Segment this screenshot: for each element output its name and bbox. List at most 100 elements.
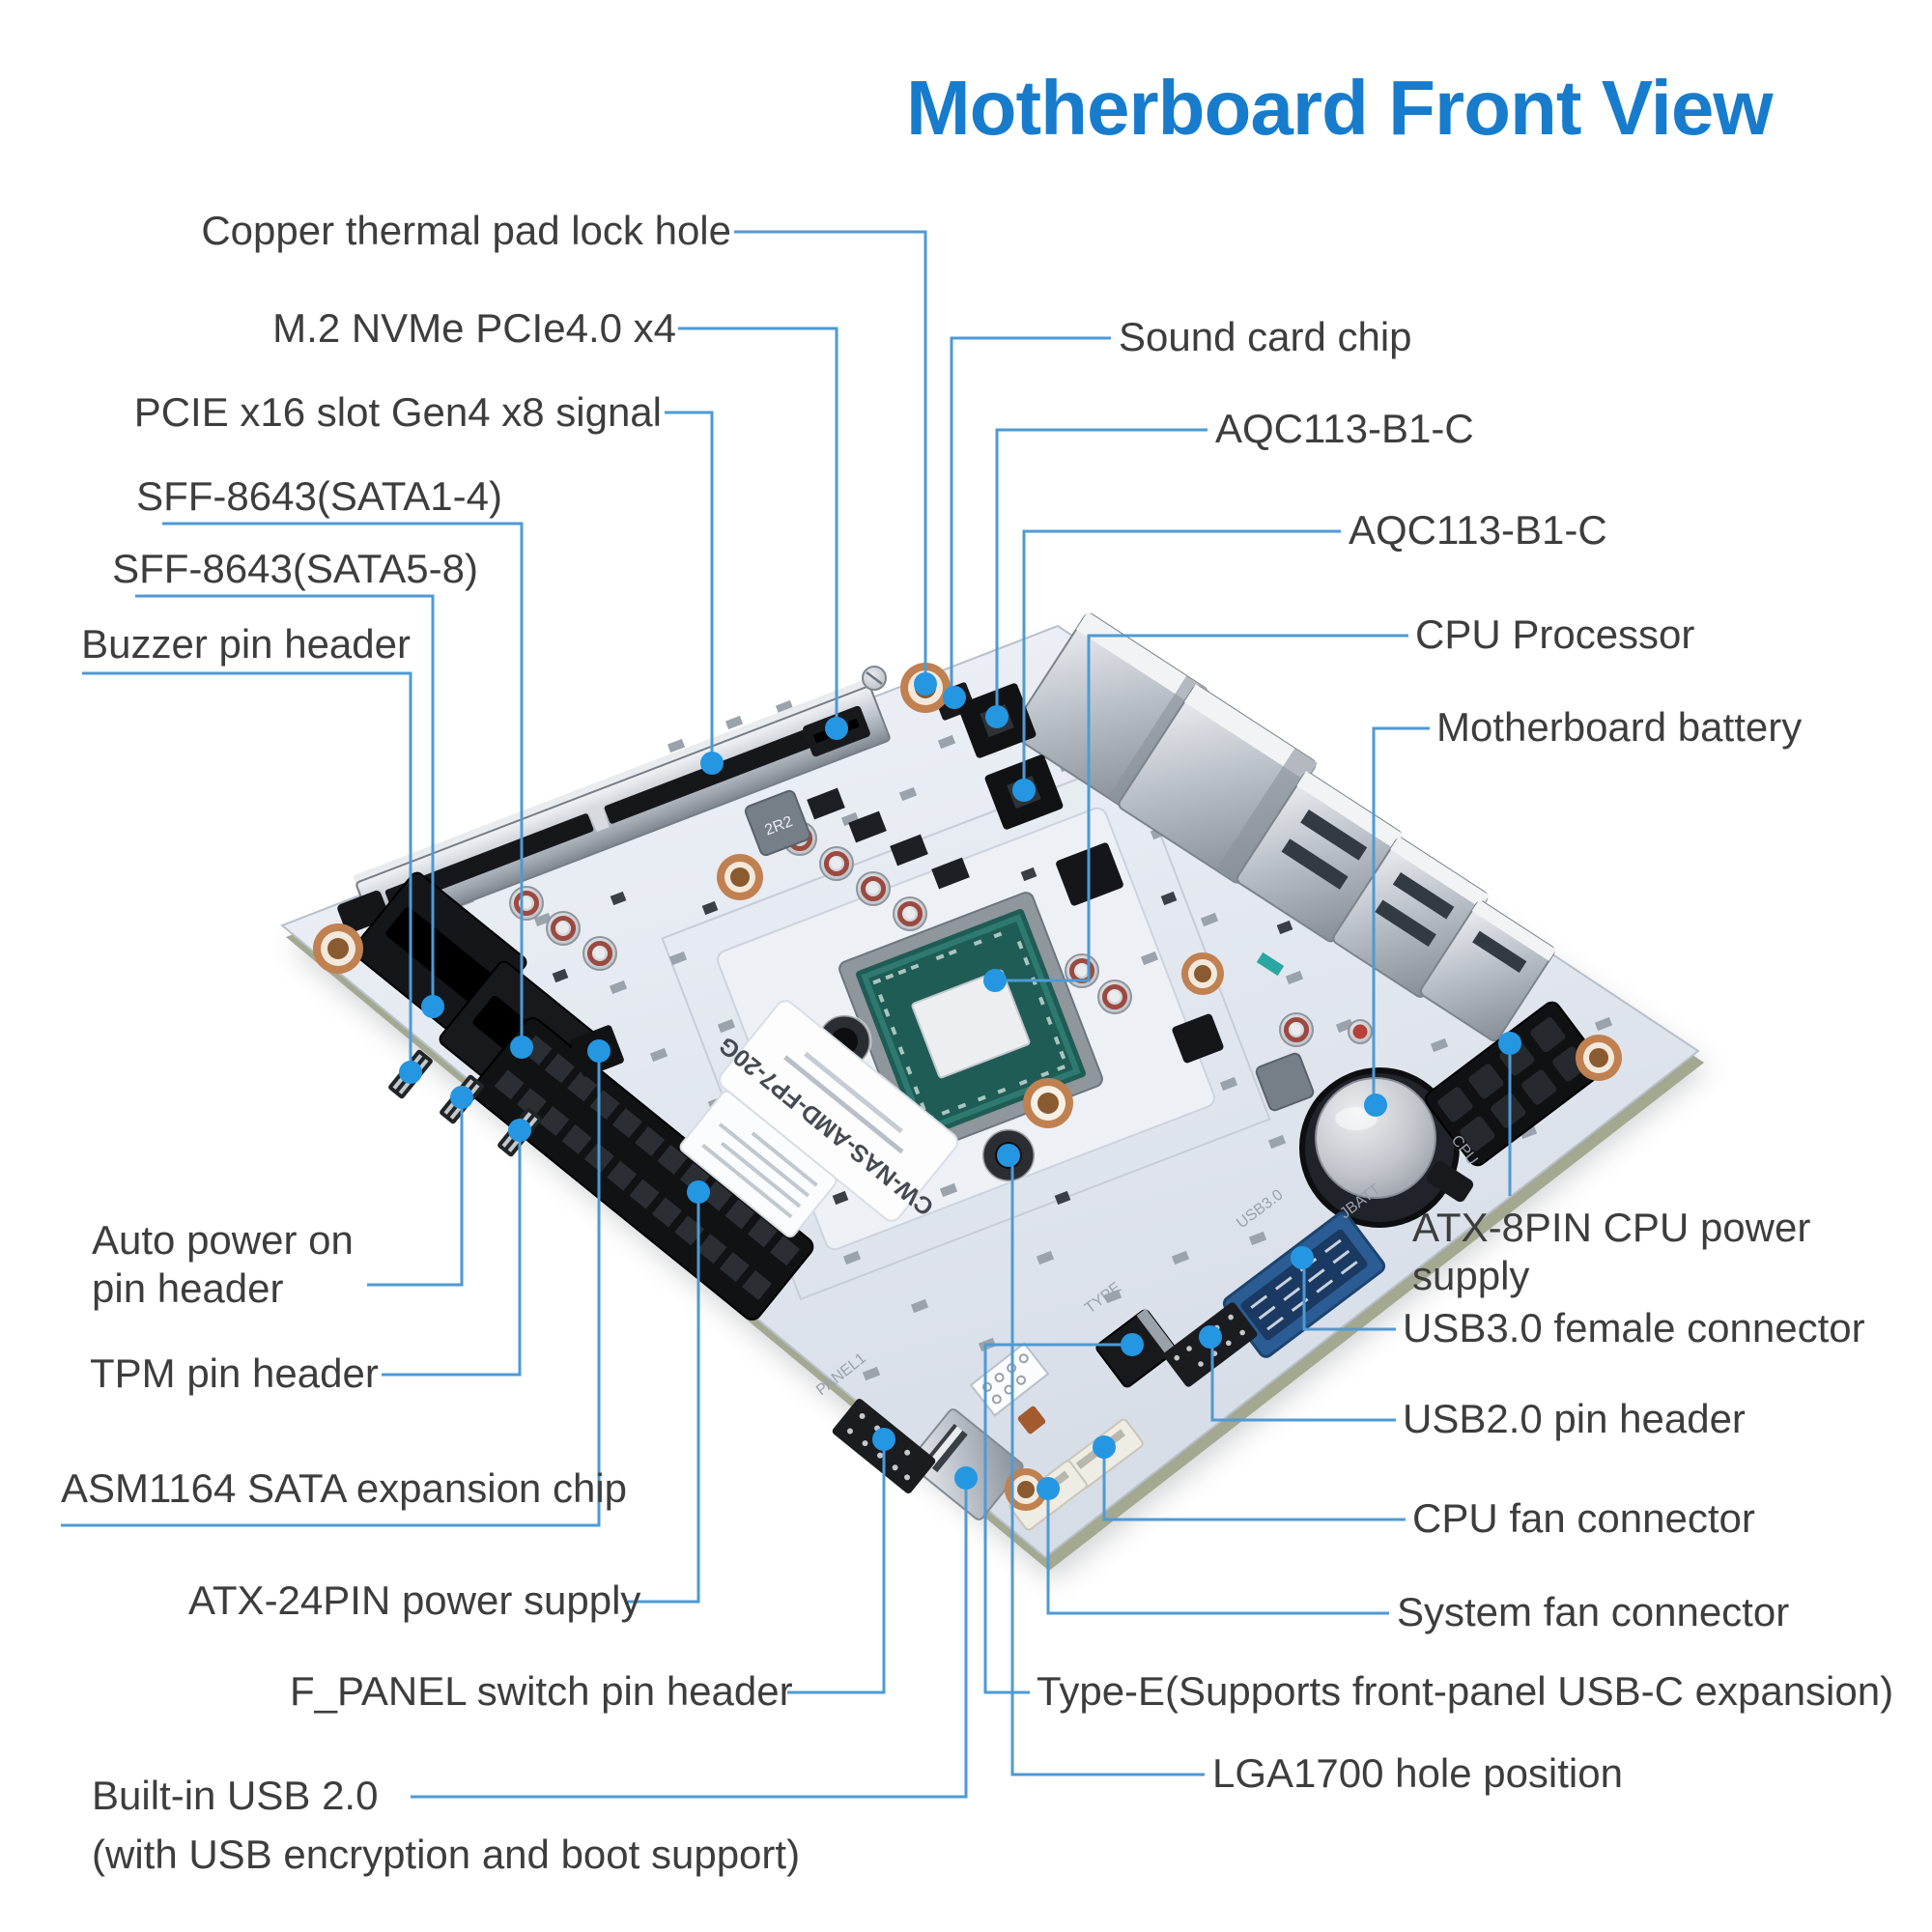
callout-cpu-fan-dot xyxy=(1093,1435,1116,1459)
callout-type-e-dot xyxy=(1121,1333,1144,1356)
smd xyxy=(1219,1076,1238,1092)
smd xyxy=(724,715,744,730)
smd xyxy=(1267,1134,1287,1150)
callout-usb2-line xyxy=(1210,1341,1396,1422)
callout-label-system-fan: System fan connector xyxy=(1397,1589,1790,1634)
callout-label-copper-pad: Copper thermal pad lock hole xyxy=(201,208,731,253)
smd xyxy=(533,912,553,927)
smd xyxy=(649,1047,668,1063)
callout-label-auto-power: Auto power on pin header xyxy=(92,1217,354,1311)
callout-atx-24pin-dot xyxy=(687,1180,710,1204)
capacitor xyxy=(1101,983,1128,1010)
callout-label-sff-sata58: SFF-8643(SATA5-8) xyxy=(112,546,478,591)
callout-builtin-usb-dot xyxy=(954,1466,978,1490)
callout-usb3-line xyxy=(1302,1262,1396,1331)
callout-cpu-fan-line xyxy=(1102,1452,1406,1521)
atx-24pin-connector xyxy=(470,1017,814,1321)
callout-label-sff-sata14: SFF-8643(SATA1-4) xyxy=(136,473,502,519)
capacitor xyxy=(1076,965,1088,977)
smd xyxy=(1200,912,1219,927)
capacitor xyxy=(1109,991,1121,1003)
capacitor xyxy=(594,948,606,959)
smd xyxy=(840,811,860,827)
smd xyxy=(668,951,688,966)
callout-m2-nvme-line xyxy=(678,327,838,723)
smd xyxy=(1335,1018,1354,1034)
inductor-2 xyxy=(1255,1052,1315,1112)
capacitor xyxy=(896,900,923,927)
capacitor xyxy=(867,883,879,895)
speaker-pad xyxy=(1017,1406,1046,1435)
copper-hole-bottom xyxy=(1005,1468,1047,1511)
cpu-chip xyxy=(838,892,1103,1156)
qc-sticker xyxy=(679,1090,838,1238)
callout-label-f-panel: F_PANEL switch pin header xyxy=(290,1668,793,1714)
copper-hole-center xyxy=(1023,1078,1073,1128)
callout-type-e-line xyxy=(983,1343,1126,1694)
smd xyxy=(1054,1190,1071,1206)
callout-lines xyxy=(61,230,1512,1799)
capacitor xyxy=(823,850,850,877)
callout-label-usb2-header: USB2.0 pin header xyxy=(1403,1396,1746,1441)
callout-label-tpm: TPM pin header xyxy=(90,1350,379,1396)
smd xyxy=(939,1182,958,1198)
callout-tpm-line xyxy=(382,1136,522,1377)
callout-aqc113-2-dot xyxy=(1012,779,1036,802)
callout-aqc113-2-line xyxy=(1022,529,1341,784)
callout-f-panel-line xyxy=(787,1445,886,1694)
atx-8pin-connector xyxy=(1425,1001,1605,1167)
callout-label-aqc113-2: AQC113-B1-C xyxy=(1349,507,1607,553)
callout-auto-power-dot xyxy=(450,1086,473,1109)
callout-copper-pad-dot xyxy=(914,672,937,696)
callout-copper-pad-line xyxy=(734,230,927,676)
smd xyxy=(1430,1037,1449,1053)
smd xyxy=(701,900,719,916)
capacitor xyxy=(550,915,577,942)
capacitor xyxy=(860,875,887,902)
capacitor xyxy=(904,908,916,920)
callout-label-pcie-x16: PCIE x16 slot Gen4 x8 signal xyxy=(133,389,662,435)
smd xyxy=(775,699,794,715)
callout-f-panel-dot xyxy=(872,1428,895,1451)
callout-label-m2-nvme: M.2 NVMe PCIe4.0 x4 xyxy=(272,305,676,351)
smd xyxy=(610,891,627,906)
page-title: Motherboard Front View xyxy=(906,65,1774,151)
callout-sff-sata14-line xyxy=(162,522,524,1041)
callout-buzzer-line xyxy=(82,671,412,1066)
callout-label-builtin-usb: Built-in USB 2.0 xyxy=(92,1773,379,1818)
smd xyxy=(552,968,569,983)
callout-label-battery: Motherboard battery xyxy=(1436,704,1803,750)
callout-sff-sata58-line xyxy=(135,594,435,1001)
cpu-die xyxy=(911,969,1031,1079)
callout-asm1164-line xyxy=(61,1057,601,1527)
smd xyxy=(1594,1016,1613,1032)
inductor-2r2: 2R2 xyxy=(744,789,811,857)
aux-chip xyxy=(1172,1013,1224,1064)
usb-stack-3 xyxy=(1419,899,1557,1042)
smd xyxy=(842,1250,862,1265)
callout-cpu-line xyxy=(1001,634,1408,982)
callout-pcie-x16-line xyxy=(665,411,714,757)
callout-label-buzzer: Buzzer pin header xyxy=(81,621,411,667)
callout-auto-power-line xyxy=(367,1103,464,1287)
smd xyxy=(931,857,970,890)
smd xyxy=(937,734,956,750)
callout-lga1700-line xyxy=(1010,1159,1205,1776)
callout-label-aqc113-1: AQC113-B1-C xyxy=(1215,406,1474,451)
capacitor xyxy=(521,897,532,909)
smd xyxy=(1036,1250,1055,1265)
smd xyxy=(898,786,918,802)
smd xyxy=(832,1190,849,1206)
smd xyxy=(1285,970,1304,985)
callout-atx-8pin-dot xyxy=(1498,1032,1521,1055)
smd xyxy=(1103,1289,1122,1304)
copper-holes xyxy=(313,663,1622,1511)
callout-system-fan-line xyxy=(1046,1493,1389,1615)
copper-hole-ne xyxy=(1181,952,1224,995)
callout-battery-dot xyxy=(1364,1094,1387,1117)
callout-aqc113-1-line xyxy=(995,428,1208,711)
smd xyxy=(667,738,686,753)
copper-hole-mid xyxy=(717,854,763,900)
